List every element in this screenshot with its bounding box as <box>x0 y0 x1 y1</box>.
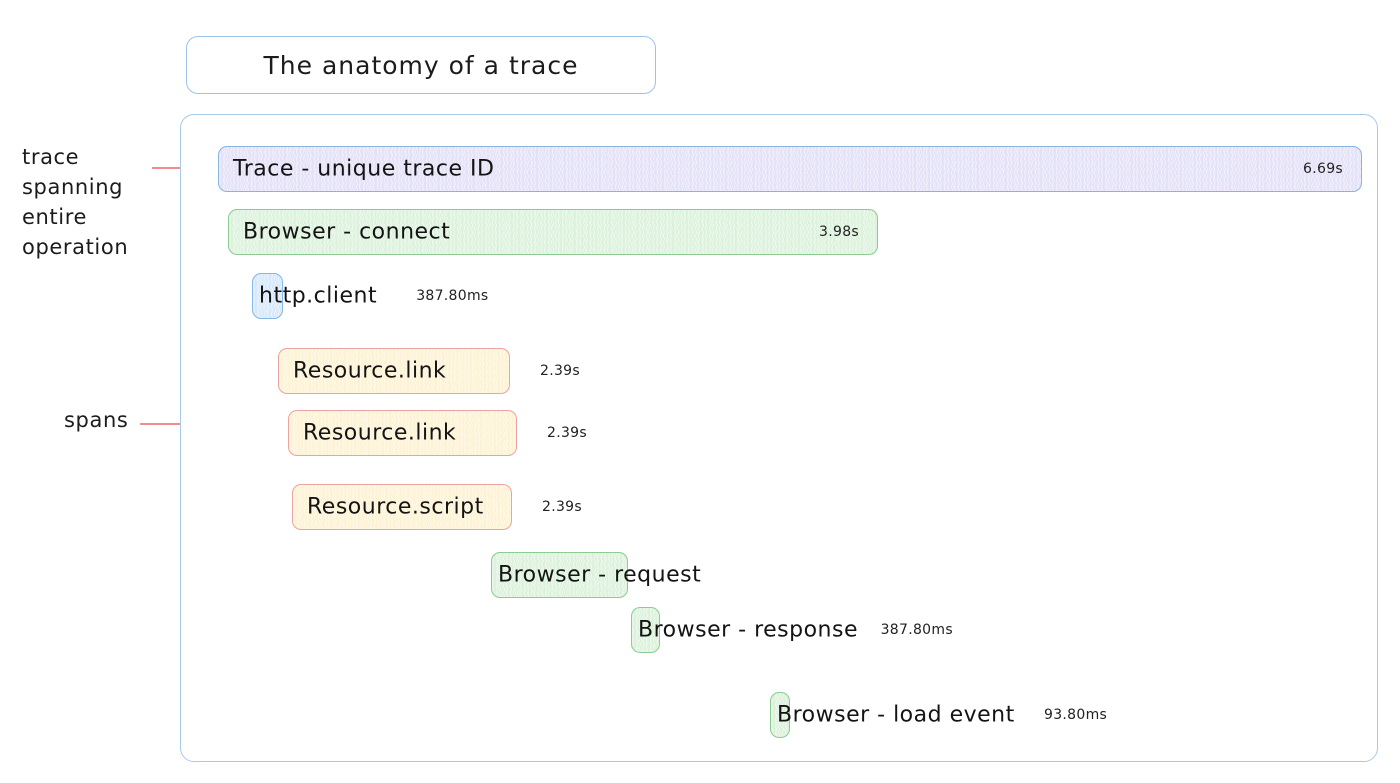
span-duration: 2.39s <box>540 363 580 379</box>
span-label: Resource.link <box>293 358 447 384</box>
span-label: Browser - request <box>498 562 702 588</box>
trace-row: 93.80ms Browser - load event <box>0 692 1400 738</box>
span-label: http.client <box>259 283 378 309</box>
title-box: The anatomy of a trace <box>186 36 656 94</box>
span-bar[interactable]: Browser - connect 3.98s <box>228 209 878 255</box>
span-duration: 6.69s <box>1303 161 1343 177</box>
span-duration: 387.80ms <box>880 622 953 638</box>
annotation-spans-label: spans <box>64 408 129 432</box>
span-label: Browser - response <box>638 617 858 643</box>
span-duration: 2.39s <box>547 425 587 441</box>
annotation-trace-label: trace spanning entire operation <box>22 145 129 259</box>
span-bar[interactable]: Browser - response <box>631 607 858 653</box>
span-duration: 3.98s <box>819 224 859 240</box>
span-label: Resource.script <box>307 494 484 520</box>
span-bar[interactable]: Browser - request <box>491 552 701 598</box>
trace-row: 387.80ms Browser - response <box>0 607 1400 653</box>
trace-row: 387.80ms http.client <box>0 273 1400 319</box>
trace-row: Browser - connect 3.98s <box>0 209 1400 255</box>
annotation-trace-leader <box>152 167 202 169</box>
span-label: Trace - unique trace ID <box>233 156 495 182</box>
span-bar[interactable]: Trace - unique trace ID 6.69s <box>218 146 1362 192</box>
trace-row: 2.39s Resource.link <box>0 348 1400 394</box>
span-bar[interactable]: Resource.script <box>292 484 512 530</box>
span-duration: 2.39s <box>542 499 582 515</box>
trace-row: 2.39s Resource.link <box>0 410 1400 456</box>
annotation-spans-leader <box>140 423 212 425</box>
span-label: Resource.link <box>303 420 457 446</box>
span-bar[interactable]: http.client <box>252 273 377 319</box>
span-duration: 387.80ms <box>416 288 489 304</box>
page-title: The anatomy of a trace <box>263 50 579 80</box>
trace-row: Browser - request <box>0 552 1400 598</box>
span-bar[interactable]: Resource.link <box>278 348 510 394</box>
span-bar[interactable]: Browser - load event <box>770 692 1014 738</box>
span-bar[interactable]: Resource.link <box>288 410 517 456</box>
trace-row: Trace - unique trace ID 6.69s <box>0 146 1400 192</box>
span-label: Browser - connect <box>243 219 451 245</box>
trace-row: 2.39s Resource.script <box>0 484 1400 530</box>
span-duration: 93.80ms <box>1044 707 1108 723</box>
span-label: Browser - load event <box>777 702 1015 728</box>
